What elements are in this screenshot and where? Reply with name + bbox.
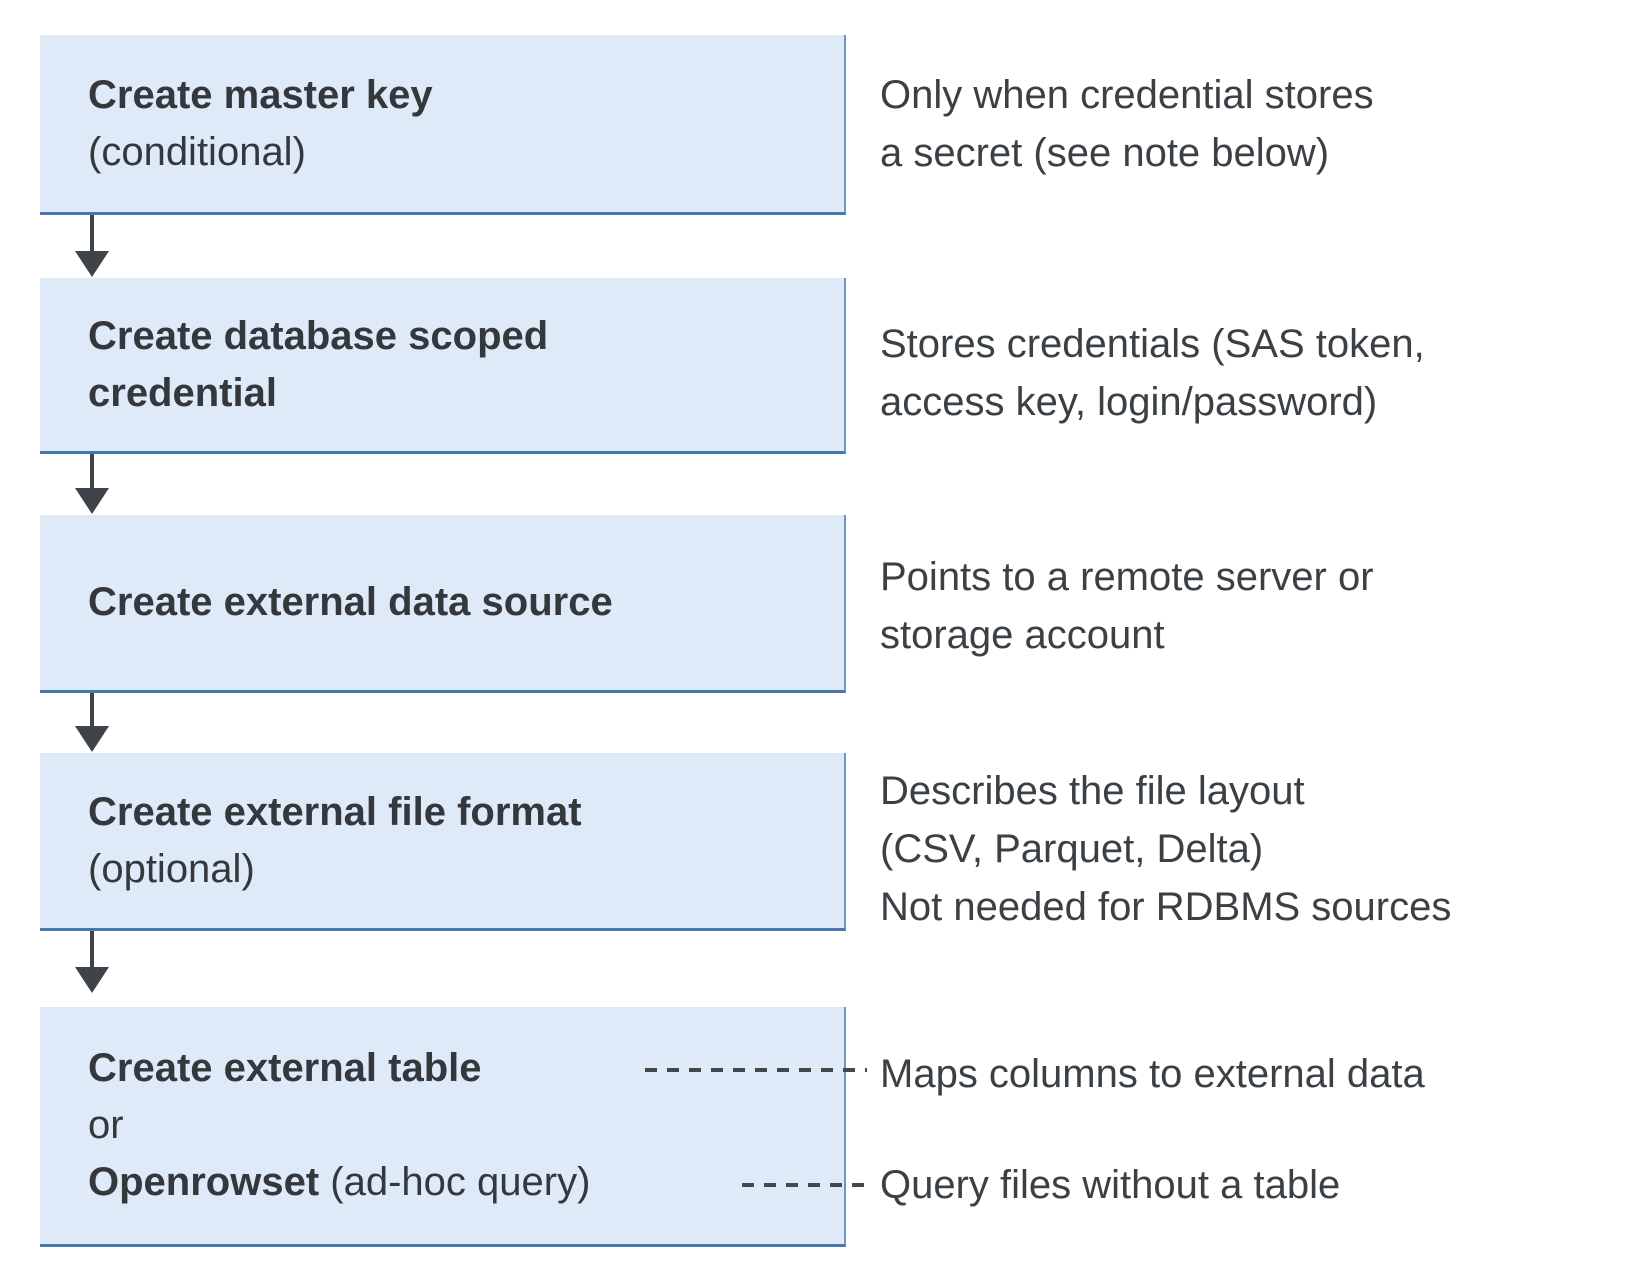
note-openrowset: Query files without a table: [880, 1156, 1340, 1214]
note-line: a secret (see note below): [880, 131, 1330, 175]
dashed-connector-openrowset: [742, 1183, 867, 1187]
note-external-file-format: Describes the file layout (CSV, Parquet,…: [880, 762, 1451, 936]
note-line: (CSV, Parquet, Delta): [880, 827, 1264, 871]
arrow-stem: [90, 931, 94, 969]
note-line: Maps columns to external data: [880, 1052, 1425, 1096]
note-external-table: Maps columns to external data: [880, 1045, 1425, 1103]
note-scoped-credential: Stores credentials (SAS token, access ke…: [880, 315, 1425, 431]
step-title: Create database scoped: [88, 313, 549, 358]
note-line: Only when credential stores: [880, 73, 1374, 117]
arrow-head: [75, 488, 109, 514]
note-master-key: Only when credential stores a secret (se…: [880, 66, 1374, 182]
step-box-create-external-data-source: Create external data source: [40, 515, 846, 693]
note-external-data-source: Points to a remote server or storage acc…: [880, 548, 1374, 664]
step-title: Create external data source: [88, 580, 613, 624]
note-line: Points to a remote server or: [880, 555, 1374, 599]
step-title: Openrowset: [88, 1160, 320, 1204]
step-qualifier: (conditional): [88, 129, 306, 174]
note-line: Query files without a table: [880, 1163, 1341, 1207]
note-line: access key, login/password): [880, 380, 1378, 424]
down-arrow-icon: [75, 454, 109, 514]
arrow-head: [75, 726, 109, 752]
step-title: Create external file format: [88, 789, 582, 834]
note-line: storage account: [880, 613, 1165, 657]
dashed-connector-external-table: [645, 1068, 867, 1072]
note-line: Stores credentials (SAS token,: [880, 322, 1425, 366]
down-arrow-icon: [75, 215, 109, 277]
step-box-create-external-table-or-openrowset: Create external table or Openrowset (ad-…: [40, 1007, 846, 1247]
arrow-stem: [90, 215, 94, 253]
step-title: Create external table: [88, 1046, 482, 1090]
step-qualifier: (optional): [88, 846, 255, 891]
arrow-stem: [90, 454, 94, 490]
step-title-mixed: Openrowset (ad-hoc query): [88, 1154, 844, 1211]
arrow-stem: [90, 693, 94, 728]
step-title: Create master key: [88, 72, 433, 117]
step-box-create-external-file-format: Create external file format (optional): [40, 753, 846, 931]
arrow-head: [75, 967, 109, 993]
note-line: Describes the file layout: [880, 769, 1305, 813]
step-qualifier: (ad-hoc query): [319, 1160, 591, 1204]
step-box-create-database-scoped-credential: Create database scoped credential: [40, 278, 846, 454]
down-arrow-icon: [75, 693, 109, 752]
step-box-create-master-key: Create master key (conditional): [40, 35, 846, 215]
arrow-head: [75, 251, 109, 277]
step-title: credential: [88, 370, 277, 415]
step-or-label: or: [88, 1103, 124, 1147]
down-arrow-icon: [75, 931, 109, 993]
note-line: Not needed for RDBMS sources: [880, 885, 1452, 929]
